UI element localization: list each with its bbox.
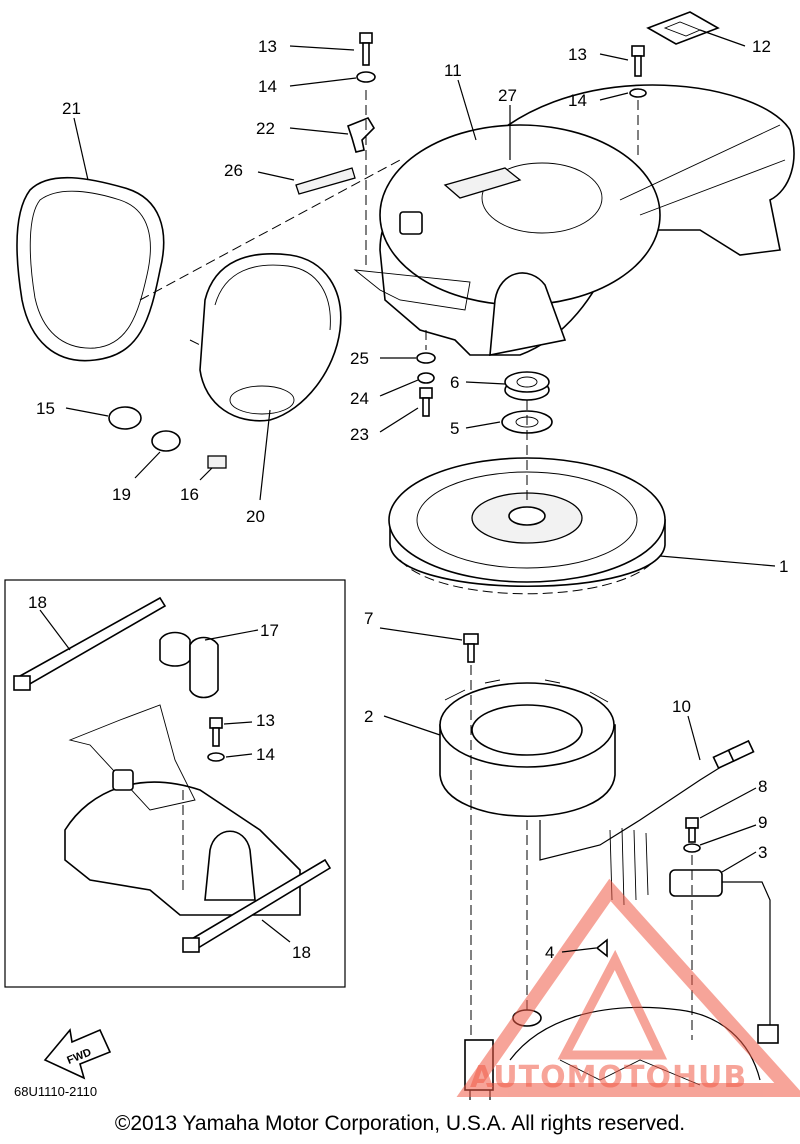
callout-10: 10 bbox=[672, 697, 691, 716]
inset-cover-part bbox=[64, 704, 301, 916]
fwd-arrow-icon: FWD bbox=[43, 1028, 112, 1080]
washer-part-14-inset bbox=[207, 752, 225, 762]
flywheel-part bbox=[388, 457, 666, 595]
callout-14-top: 14 bbox=[258, 77, 277, 96]
callout-8: 8 bbox=[758, 777, 767, 796]
callout-3: 3 bbox=[758, 843, 767, 862]
assembly-guide-lines bbox=[139, 90, 693, 1040]
washer-part-9 bbox=[683, 843, 701, 853]
copyright-notice: ©2013 Yamaha Motor Corporation, U.S.A. A… bbox=[114, 1112, 686, 1135]
callout-18-lower: 18 bbox=[292, 943, 311, 962]
watermark-logo-icon bbox=[456, 878, 800, 1097]
bolt-part-13-inset bbox=[209, 717, 223, 747]
plug-part-19 bbox=[151, 430, 181, 452]
silencer-part bbox=[199, 253, 342, 422]
callout-17: 17 bbox=[260, 621, 279, 640]
callout-1: 1 bbox=[779, 557, 788, 576]
filter-frame-part bbox=[16, 176, 165, 362]
inset-frame bbox=[4, 579, 346, 988]
callout-4: 4 bbox=[545, 943, 554, 962]
callout-14-right: 14 bbox=[568, 91, 587, 110]
callout-7: 7 bbox=[364, 609, 373, 628]
cable-tie-part-18-upper bbox=[13, 596, 167, 691]
callout-5: 5 bbox=[450, 419, 459, 438]
label-part-12 bbox=[646, 11, 720, 45]
callout-25: 25 bbox=[350, 349, 369, 368]
callout-15: 15 bbox=[36, 399, 55, 418]
pulser-coil-part bbox=[669, 869, 779, 1044]
bolt-part-13-right bbox=[631, 45, 645, 77]
callout-18-upper: 18 bbox=[28, 593, 47, 612]
callout-22: 22 bbox=[256, 119, 275, 138]
callout-12: 12 bbox=[752, 37, 771, 56]
callout-23: 23 bbox=[350, 425, 369, 444]
callout-13-right: 13 bbox=[568, 45, 587, 64]
callout-6: 6 bbox=[450, 373, 459, 392]
leader-lines bbox=[39, 29, 776, 953]
plug-part-15 bbox=[108, 406, 142, 430]
clamp-part-17 bbox=[159, 631, 219, 699]
callout-24: 24 bbox=[350, 389, 369, 408]
callout-13-top: 13 bbox=[258, 37, 277, 56]
sponge-part-16 bbox=[207, 455, 227, 469]
cable-tie-part-18-lower bbox=[182, 858, 332, 953]
callout-27: 27 bbox=[498, 86, 517, 105]
callout-13-inset: 13 bbox=[256, 711, 275, 730]
callout-16: 16 bbox=[180, 485, 199, 504]
nut-part-6 bbox=[504, 371, 550, 401]
callout-2: 2 bbox=[364, 707, 373, 726]
callout-labels: 13 14 13 14 12 11 27 22 26 21 25 24 23 6… bbox=[28, 37, 788, 962]
callout-19: 19 bbox=[112, 485, 131, 504]
watermark-text: AUTOMOTOHUB bbox=[470, 1060, 748, 1095]
callout-9: 9 bbox=[758, 813, 767, 832]
stator-part bbox=[439, 679, 616, 817]
bolt-part-7 bbox=[463, 633, 479, 663]
callout-21: 21 bbox=[62, 99, 81, 118]
flywheel-cover-part bbox=[353, 84, 795, 356]
bolt-part-23 bbox=[419, 387, 433, 417]
hose-part-22 bbox=[347, 117, 376, 153]
drawing-code: 68U1110-2110 bbox=[14, 1084, 98, 1099]
washer-part-24 bbox=[417, 372, 435, 384]
bolt-part-13-top bbox=[359, 32, 373, 66]
callout-20: 20 bbox=[246, 507, 265, 526]
washer-part-14-right bbox=[629, 88, 647, 98]
callout-26: 26 bbox=[224, 161, 243, 180]
washer-part-14-top bbox=[356, 71, 376, 83]
washer-part-25 bbox=[416, 352, 436, 364]
label-part-26 bbox=[295, 167, 356, 195]
pin-part-4 bbox=[595, 938, 608, 958]
callout-14-inset: 14 bbox=[256, 745, 275, 764]
bolt-part-8 bbox=[685, 817, 699, 843]
wire-lead-part bbox=[539, 739, 755, 906]
callout-11: 11 bbox=[444, 61, 462, 80]
